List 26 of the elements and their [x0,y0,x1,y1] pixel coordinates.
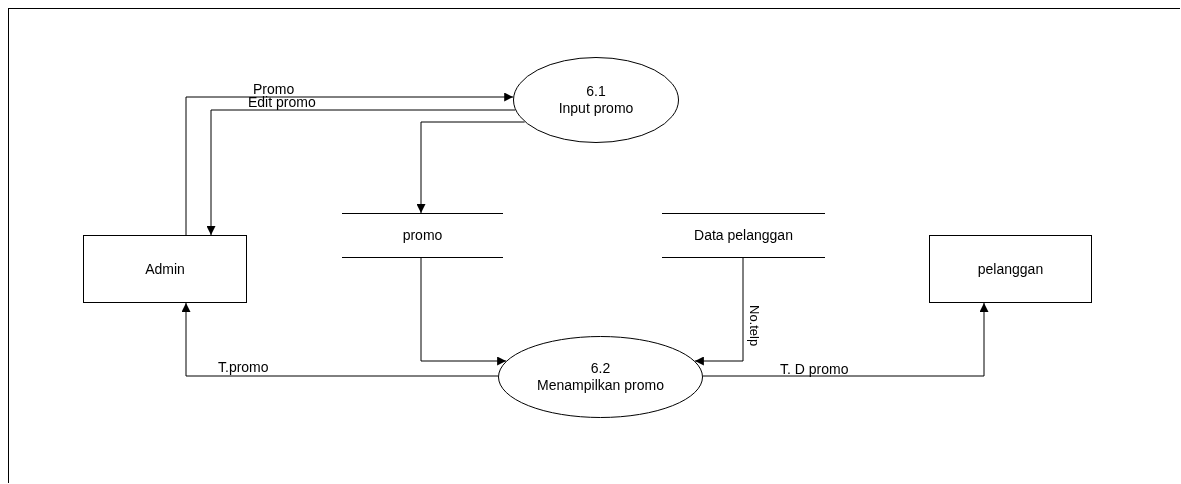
arrow [206,109,516,236]
arrow [702,302,989,377]
node-label: 6.1 [586,83,606,100]
process-circle [513,57,679,143]
node-label: 6.2 [590,360,611,377]
edge-label: T. D promo [780,361,849,377]
entity-box [929,235,1092,303]
arrow [185,92,514,236]
node-label: Data pelanggan [694,227,793,244]
arrow [420,257,507,366]
process-circle [498,336,703,418]
entity-box [83,235,247,303]
edge-label: Edit promo [248,94,316,110]
arrow [181,302,499,377]
edge-label: No.telp [747,305,762,347]
arrow [416,121,526,214]
edge-label: Promo [253,81,295,97]
node-label: Menampilkan promo [537,377,664,394]
edge-label: T.promo [218,359,269,375]
data-store [342,213,503,258]
node-label: promo [402,227,443,244]
data-store [662,213,825,258]
arrow [694,257,744,366]
node-label: pelanggan [977,260,1044,278]
node-label: Input promo [558,100,634,117]
node-label: Admin [145,260,185,278]
